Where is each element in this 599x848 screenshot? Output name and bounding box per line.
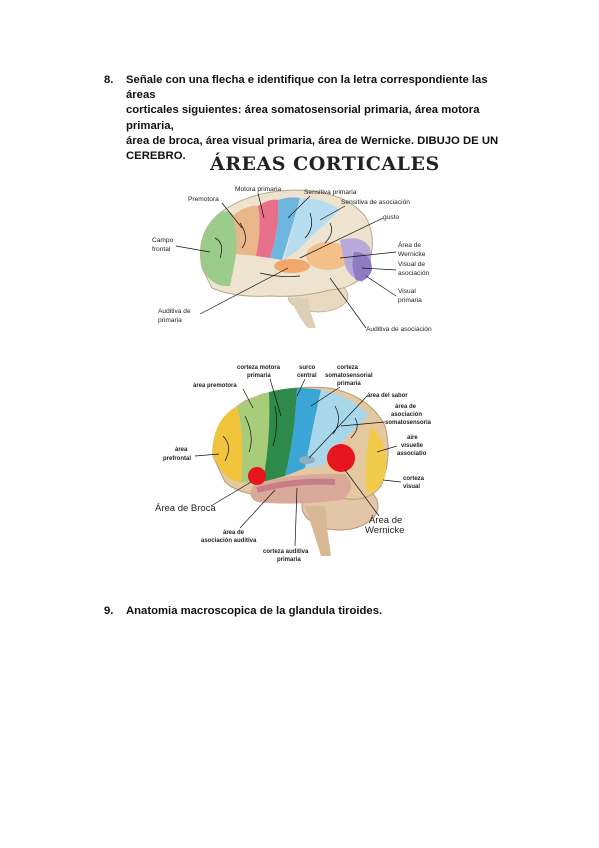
leader-line — [239, 489, 276, 529]
label-visual-asociacion-1: Visual de — [398, 261, 425, 268]
label-visual-asociacion-2: asociación — [398, 270, 429, 277]
question-number: 9. — [104, 605, 114, 617]
label-asoc-auditiva-1: área de — [223, 530, 245, 536]
leader-line — [339, 251, 397, 259]
gustatory-area — [299, 456, 315, 464]
leader-line — [269, 378, 282, 417]
label-wernicke-2: Wernicke — [398, 251, 426, 258]
label-area-premotora: área premotora — [193, 383, 237, 389]
label-corteza-motora-1: corteza motora — [237, 365, 281, 371]
leader-line — [287, 195, 311, 219]
label-gusto: gusto — [383, 214, 399, 221]
question-text: Señale con una flecha e identifique con … — [126, 73, 504, 164]
leader-line — [361, 267, 397, 271]
brainstem — [290, 298, 316, 328]
cortical-areas-figure: ÁREAS CORTICALES Motora primaria Sensiti… — [152, 152, 440, 333]
premotor-area — [232, 205, 260, 256]
wernicke-area — [327, 444, 355, 472]
label-motora-primaria: Motora primaria — [235, 186, 282, 193]
leader-line — [199, 267, 289, 315]
label-soma-1: corteza — [337, 365, 359, 371]
frontal-field-area — [200, 211, 240, 287]
leader-line — [194, 453, 220, 457]
question-line: corticales siguientes: área somatosensor… — [126, 104, 480, 132]
label-aire-2: visuelle — [401, 443, 424, 449]
label-surco-2: central — [297, 373, 317, 379]
label-wernicke-1: Área de — [369, 515, 402, 526]
broca-area — [248, 467, 266, 485]
auditory-cortex — [256, 478, 336, 493]
question-line: Señale con una flecha e identifique con … — [126, 74, 488, 102]
label-visual-primaria-1: Visual — [398, 288, 416, 295]
leader-line — [319, 205, 346, 221]
label-corteza-visual-2: visual — [403, 484, 420, 490]
label-auditiva-asociacion: Auditiva de asociación — [366, 326, 432, 333]
label-auditiva-2: primaria — [158, 317, 182, 324]
leader-line — [329, 277, 367, 329]
leader-line — [340, 421, 386, 427]
label-wernicke-1: Área de — [398, 240, 421, 249]
label-soma-2: somatosensorial — [325, 373, 373, 379]
question-line: CEREBRO. — [126, 150, 186, 163]
label-corteza-visual-1: corteza — [403, 476, 425, 482]
leader-line — [308, 395, 368, 459]
leader-line — [344, 469, 380, 517]
label-sensitiva-primaria: Sensitiva primaria — [304, 189, 357, 196]
premotor-area — [237, 392, 270, 484]
label-asoc-auditiva-2: asociación auditiva — [201, 538, 257, 544]
label-corteza-auditiva-1: corteza auditiva — [263, 549, 309, 555]
brainstem — [305, 506, 331, 556]
label-premotora: Premotora — [188, 196, 219, 203]
label-prefrontal-1: área — [175, 447, 188, 453]
leader-line — [242, 388, 254, 409]
leader-line — [382, 479, 402, 483]
visual-cortex — [365, 426, 387, 494]
leader-line — [221, 202, 243, 229]
figure-title: ÁREAS CORTICALES — [209, 152, 440, 175]
primary-motor-area — [256, 199, 279, 258]
leader-line — [365, 275, 397, 297]
sensory-association-area — [284, 198, 340, 260]
label-area-sabor: área del sabor — [367, 393, 408, 399]
label-prefrontal-2: prefrontal — [163, 456, 191, 462]
label-wernicke-2: Wernicke — [365, 525, 404, 536]
leader-line — [210, 481, 252, 507]
gyri-lines — [214, 212, 332, 277]
wernicke-area — [306, 242, 350, 270]
leader-line — [299, 217, 384, 259]
somatosensory-association-area — [305, 390, 369, 468]
label-corteza-motora-2: primaria — [247, 373, 271, 379]
question-number: 8. — [104, 74, 114, 86]
label-asociacion-3: somatosensoria — [385, 420, 432, 426]
label-auditiva-1: Auditiva de — [158, 308, 191, 315]
label-frontal: frontal — [152, 246, 171, 253]
label-aire-3: associatio — [397, 451, 427, 457]
somatosensory-area — [285, 388, 321, 476]
label-soma-3: primaria — [337, 381, 361, 387]
label-asociacion-2: asociación — [391, 412, 422, 418]
label-sensitiva-asociacion: Sensitiva de asociación — [341, 199, 410, 206]
primary-sensory-area — [270, 197, 300, 260]
label-area-broca: Área de Broca — [155, 503, 216, 514]
question-text: Anatomia macroscopica de la glandula tir… — [126, 605, 383, 617]
gyri-lines — [222, 405, 358, 462]
leader-line — [257, 192, 265, 219]
question-line: área de broca, área visual primaria, áre… — [126, 134, 499, 147]
label-aire-1: aire — [407, 435, 418, 441]
brain-functional-areas-figure: corteza motora primaria surco central co… — [155, 365, 432, 563]
leader-line — [310, 386, 341, 407]
leader-line — [296, 378, 306, 397]
primary-motor-area — [263, 388, 297, 482]
auditory-area — [274, 259, 310, 273]
label-corteza-auditiva-2: primaria — [277, 557, 301, 563]
leader-line — [294, 487, 298, 547]
primary-visual-area — [352, 252, 372, 281]
label-surco-1: surco — [299, 365, 316, 371]
label-asociacion-1: área de — [395, 404, 417, 410]
leader-line — [175, 245, 211, 253]
label-campo: Campo — [152, 237, 174, 244]
leader-line — [376, 445, 398, 453]
label-visual-primaria-2: primaria — [398, 297, 422, 304]
